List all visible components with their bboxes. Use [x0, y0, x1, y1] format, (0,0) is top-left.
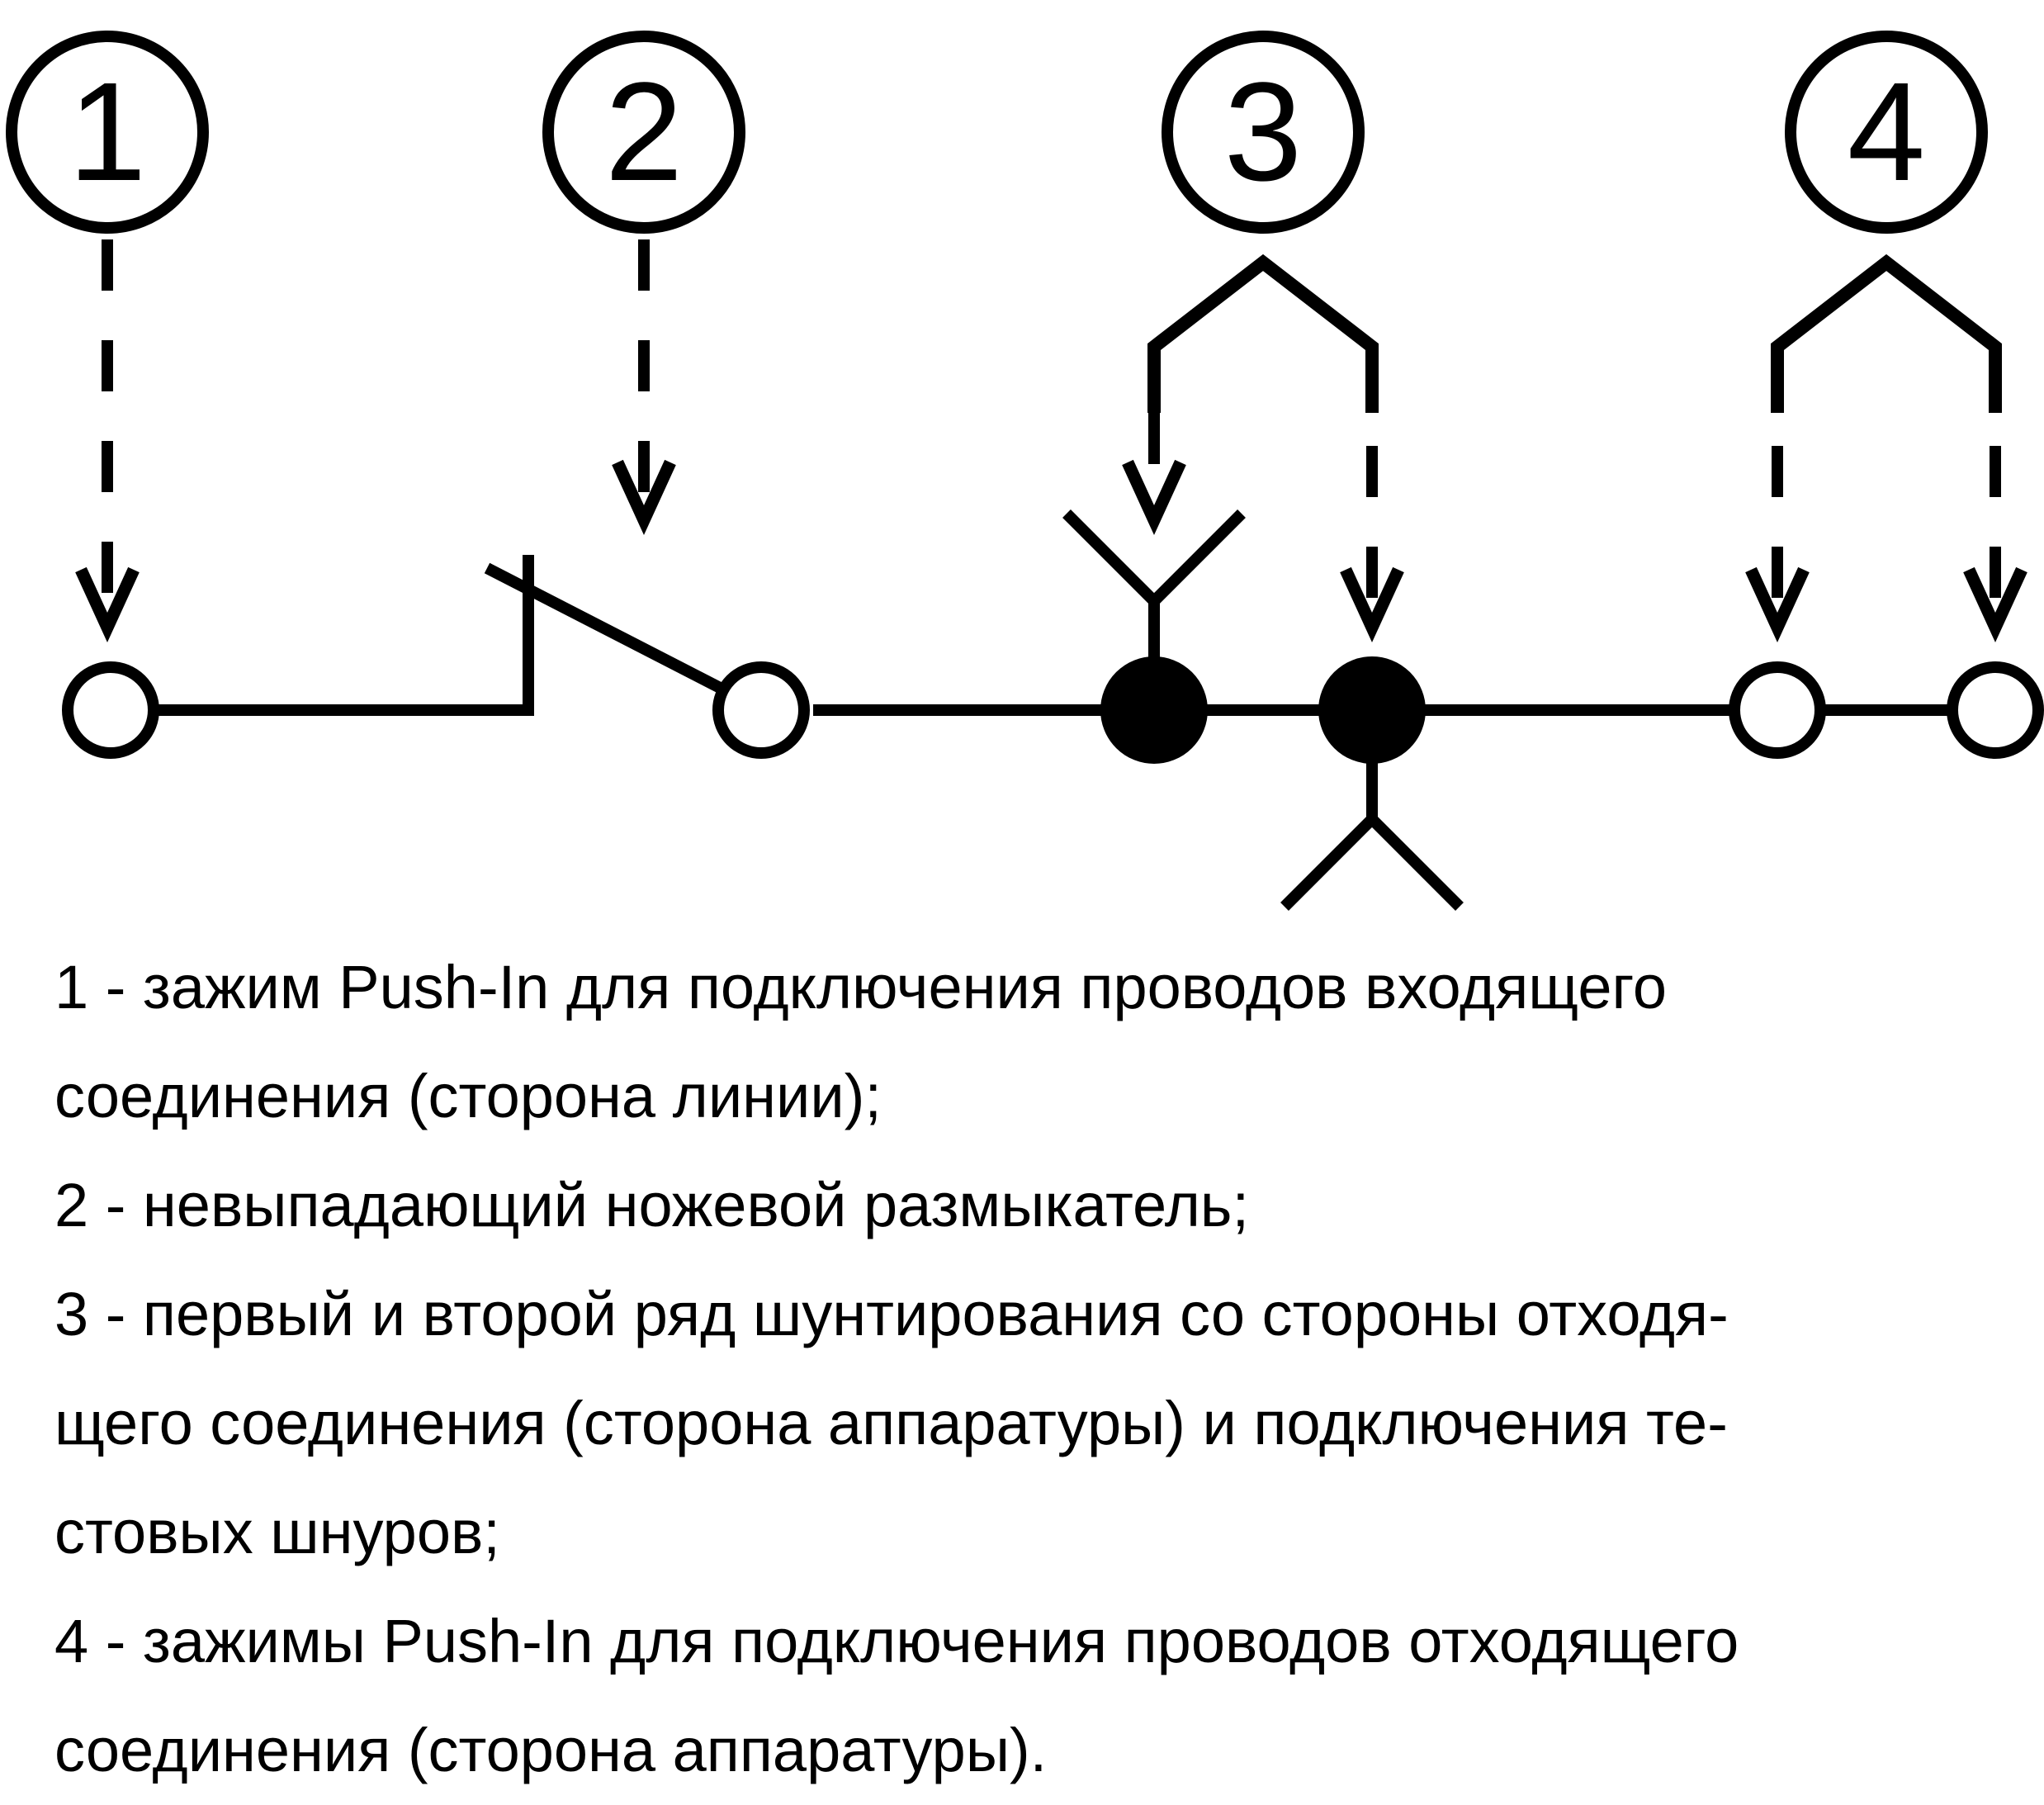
callout-2-label: 2 — [605, 54, 684, 211]
legend-line: соединения (сторона аппаратуры). — [54, 1716, 1048, 1784]
legend-line: 4 - зажимы Push-In для подключения прово… — [54, 1607, 1739, 1675]
leader-4a-arrow — [1745, 446, 1810, 643]
test-socket-lower-symbol — [1280, 753, 1464, 911]
callout-1: 1 — [6, 31, 209, 234]
callout-3: 3 — [1162, 31, 1365, 234]
shunt-node-2 — [1318, 656, 1426, 764]
leader-4b-arrow — [1963, 446, 2027, 643]
legend-item-4: 4 - зажимы Push-In для подключения прово… — [54, 1587, 2019, 1805]
leader-2-arrow — [612, 239, 676, 536]
test-socket-upper-symbol — [1062, 509, 1246, 667]
legend-item-1: 1 - зажим Push-In для подключения провод… — [54, 933, 2019, 1151]
legend-line: 1 - зажим Push-In для подключения провод… — [54, 953, 1668, 1021]
shunt-node-1 — [1100, 656, 1208, 764]
callout-3-label: 3 — [1224, 54, 1303, 211]
bracket-3 — [1147, 253, 1379, 413]
leader-3a-arrow — [1122, 413, 1186, 536]
legend-line: соединения (сторона линии); — [54, 1062, 882, 1130]
legend-line: щего соединения (сторона аппаратуры) и п… — [54, 1389, 1728, 1457]
callout-4-label: 4 — [1848, 54, 1926, 211]
callout-2: 2 — [542, 31, 745, 234]
push-in-terminal-line — [62, 661, 159, 759]
callout-4: 4 — [1785, 31, 1988, 234]
circuit-line — [154, 555, 1952, 716]
terminal-schematic: 1 2 3 4 — [6, 31, 2044, 911]
knife-disconnect-contact — [712, 661, 810, 759]
legend-line: стовых шнуров; — [54, 1498, 500, 1566]
leader-1-arrow — [75, 239, 140, 643]
push-in-terminal-equipment-2 — [1947, 661, 2044, 759]
legend-item-3: 3 - первый и второй ряд шунтирования со … — [54, 1260, 2019, 1587]
callout-1-label: 1 — [69, 54, 147, 211]
legend: 1 - зажим Push-In для подключения провод… — [54, 933, 2019, 1805]
legend-line: 2 - невыпадающий ножевой размыкатель; — [54, 1171, 1250, 1239]
legend-line: 3 - первый и второй ряд шунтирования со … — [54, 1280, 1729, 1348]
bracket-4 — [1771, 253, 2002, 413]
leader-3b-arrow — [1340, 446, 1404, 643]
legend-item-2: 2 - невыпадающий ножевой размыкатель; — [54, 1151, 2019, 1260]
push-in-terminal-equipment-1 — [1729, 661, 1826, 759]
